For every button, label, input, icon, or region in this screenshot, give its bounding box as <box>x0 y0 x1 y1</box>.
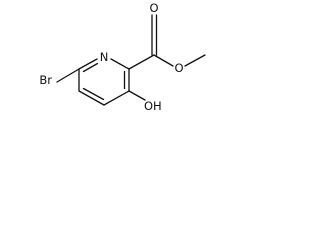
bond-c3-oh <box>128 90 146 101</box>
bond-c3-c4 <box>103 90 130 106</box>
bond-oester-methyl <box>184 54 206 67</box>
hydroxyl-label: OH <box>144 99 162 113</box>
bond-c6-n-inner <box>82 62 99 73</box>
ring-nitrogen-label: N <box>100 50 109 64</box>
bond-c6-br <box>56 68 80 83</box>
chemical-structure: Br N O O OH <box>39 1 206 113</box>
bond-carbonyl-oester <box>153 54 174 67</box>
bond-c6-n <box>78 58 98 70</box>
bond-c4-c5 <box>78 90 105 106</box>
ester-oxygen-label: O <box>174 61 183 75</box>
carbonyl-oxygen-label: O <box>149 1 158 15</box>
bond-c2-carbonyl <box>128 54 155 70</box>
bond-c4-c5-inner <box>82 87 105 101</box>
bromine-label: Br <box>39 73 52 87</box>
bond-n-c2 <box>110 58 130 70</box>
